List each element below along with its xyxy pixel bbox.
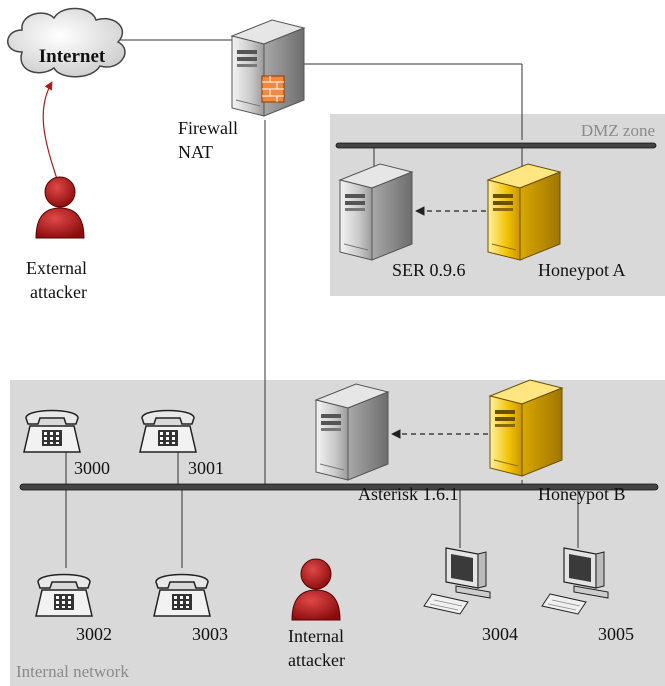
internal-attacker-label-2: attacker	[288, 650, 345, 670]
firewall-server	[231, 19, 305, 117]
ser-server	[339, 163, 413, 261]
honeypot-b-label: Honeypot B	[538, 484, 626, 504]
external-attacker-label-2: attacker	[30, 282, 87, 302]
ser-label: SER 0.9.6	[392, 260, 466, 280]
computer-3005-label: 3005	[598, 624, 634, 644]
dmz-bus	[335, 142, 657, 149]
external-attacker-icon	[35, 176, 85, 239]
external-attacker-label: External	[26, 258, 87, 278]
asterisk-label: Asterisk 1.6.1	[358, 484, 459, 504]
phone-icon	[35, 573, 93, 617]
nat-label: NAT	[178, 142, 213, 162]
firewall-brick-icon	[261, 75, 285, 103]
internal-attacker-label: Internal	[288, 626, 344, 646]
firewall-label: Firewall	[178, 118, 238, 138]
phone-icon	[23, 409, 81, 453]
honeypot-b-server	[489, 379, 563, 477]
attack-path-arrow	[42, 81, 59, 183]
dmz-zone-label: DMZ zone	[581, 121, 655, 140]
internal-bus	[19, 483, 659, 491]
honeypot-a-label: Honeypot A	[538, 260, 626, 280]
internet-label: Internet	[39, 46, 106, 67]
asterisk-server	[315, 383, 389, 481]
phone-3001-label: 3001	[188, 458, 224, 478]
computer-3004-label: 3004	[482, 624, 518, 644]
phone-3003-label: 3003	[192, 624, 228, 644]
honeypot-a-server	[487, 163, 561, 261]
network-links	[65, 39, 579, 568]
phone-3002-label: 3002	[76, 624, 112, 644]
phone-3000-label: 3000	[74, 458, 110, 478]
phone-icon	[139, 409, 197, 453]
internet-cloud: Internet	[7, 7, 126, 78]
internal-network-label: Internal network	[16, 662, 129, 681]
phone-icon	[153, 573, 211, 617]
